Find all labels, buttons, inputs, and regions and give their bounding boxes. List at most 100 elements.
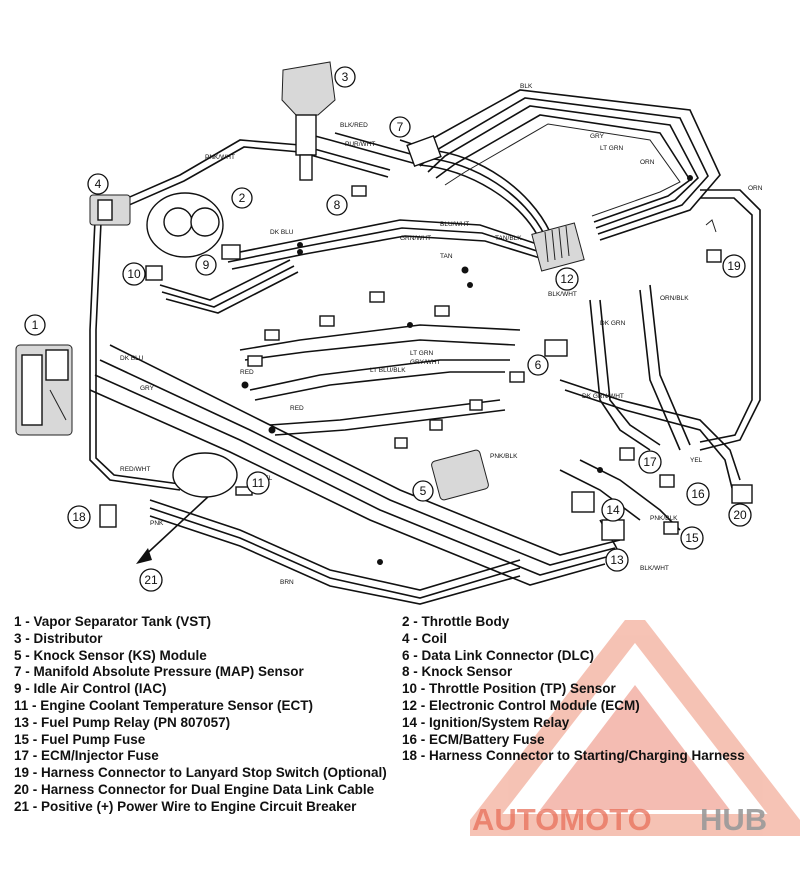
starting-harness-connector [99,504,117,528]
coolant-temp-sensor [172,452,253,498]
fuel-pump-fuse [663,521,679,535]
legend-item: 16 - ECM/Battery Fuse [402,731,545,747]
callout-2: 2 [231,187,253,209]
legend-item: 8 - Knock Sensor [402,664,513,680]
knock-sensor-module [431,449,489,501]
svg-text:3: 3 [342,70,349,84]
callout-5: 5 [412,480,434,502]
svg-text:20: 20 [733,508,747,522]
legend-item: 5 - Knock Sensor (KS) Module [14,647,207,663]
watermark-text-2: HUB [700,802,767,837]
svg-text:16: 16 [691,487,705,501]
callout-1: 1 [24,314,46,336]
svg-text:2: 2 [239,191,246,205]
svg-text:18: 18 [72,510,86,524]
legend-item: 10 - Throttle Position (TP) Sensor [402,681,616,697]
callout-17: 17 [638,450,662,474]
callout-14: 14 [601,498,625,522]
ecm-injector-fuse [619,447,635,461]
components [15,61,753,541]
legend-item: 20 - Harness Connector for Dual Engine D… [14,781,375,797]
callout-9: 9 [195,254,217,276]
svg-text:1: 1 [32,318,39,332]
wire-label: PNK/BLK [490,453,518,460]
svg-text:6: 6 [535,358,542,372]
map-sensor [406,134,442,168]
legend-item: 14 - Ignition/System Relay [402,714,570,730]
wire-harness [89,89,761,605]
fuel-pump-relay [601,519,625,541]
wire-label: PNK/WHT [205,154,235,161]
wire-label: RED [290,405,304,412]
legend-item: 18 - Harness Connector to Starting/Charg… [402,748,745,764]
callout-19: 19 [722,254,746,278]
wire-label: RED/WHT [120,466,150,473]
idle-air-control [221,244,241,260]
watermark-text-1: AUTOMOTO [472,802,652,837]
legend-item: 2 - Throttle Body [402,614,510,629]
wire-label: DK GRN/WHT [582,393,624,400]
wire-label: BLK/WHT [640,565,669,572]
wire-label: GRY/WHT [410,359,441,366]
wire-label: LT GRN [600,145,624,152]
wire-label: DK GRN [600,320,626,327]
wire-label: BLK [520,83,533,90]
legend-item: 4 - Coil [402,630,448,646]
wire-label: GRY [590,133,605,140]
ecm-battery-fuse [659,474,675,488]
svg-text:11: 11 [252,476,265,490]
svg-text:5: 5 [420,484,427,498]
legend: 1 - Vapor Separator Tank (VST) 3 - Distr… [14,614,800,814]
wire-label: TAN [440,253,453,260]
legend-item: 19 - Harness Connector to Lanyard Stop S… [14,765,387,781]
callout-7: 7 [389,116,411,138]
throttle-position-sensor [145,265,163,281]
svg-text:4: 4 [95,177,102,191]
callout-18: 18 [67,505,91,529]
data-link-connector [544,339,568,357]
callout-3: 3 [334,66,356,88]
callout-8: 8 [326,194,348,216]
vapor-separator-tank [15,344,73,436]
wire-label: BRN [280,579,294,586]
legend-item: 3 - Distributor [14,630,103,646]
svg-text:13: 13 [610,553,624,567]
svg-text:14: 14 [606,503,620,517]
wire-label: PNK [150,520,164,527]
legend-item: 1 - Vapor Separator Tank (VST) [14,614,212,629]
callout-15: 15 [680,526,704,550]
callout-6: 6 [527,354,549,376]
wire-label: DK BLU [120,355,144,362]
wire-label: DK BLU [270,229,294,236]
svg-text:12: 12 [560,272,574,286]
legend-item: 17 - ECM/Injector Fuse [14,748,159,764]
legend-item: 6 - Data Link Connector (DLC) [402,647,595,663]
svg-text:10: 10 [127,267,141,281]
callout-4: 4 [87,173,109,195]
legend-item: 21 - Positive (+) Power Wire to Engine C… [14,798,357,814]
callout-11: 11 [246,471,270,495]
callout-16: 16 [686,482,710,506]
legend-item: 12 - Electronic Control Module (ECM) [402,697,640,713]
legend-item: 13 - Fuel Pump Relay (PN 807057) [14,714,231,730]
svg-text:7: 7 [397,120,404,134]
wire-label: BLU/WHT [440,221,469,228]
svg-text:8: 8 [334,198,341,212]
throttle-body [146,192,224,258]
wire-label: ORN [748,185,763,192]
dual-engine-connector [731,484,753,504]
legend-left-column: 1 - Vapor Separator Tank (VST) 3 - Distr… [14,614,387,816]
wire-label: RED [240,369,254,376]
callout-21: 21 [139,568,163,592]
wire-label: GRN/WHT [400,235,431,242]
wire-label: BLK/WHT [548,291,577,298]
automotohub-watermark: AUTOMOTO HUB [470,620,800,837]
wire-label: LT BLU/BLK [370,367,406,374]
coil [89,194,131,226]
distributor [281,61,336,181]
callout-12: 12 [555,267,579,291]
wire-label: TAN/BLK [495,235,522,242]
svg-text:17: 17 [643,455,657,469]
callouts: 1 2 3 4 5 6 7 8 9 10 11 12 13 14 15 16 1… [24,66,752,592]
wire-label: GRY [140,385,155,392]
